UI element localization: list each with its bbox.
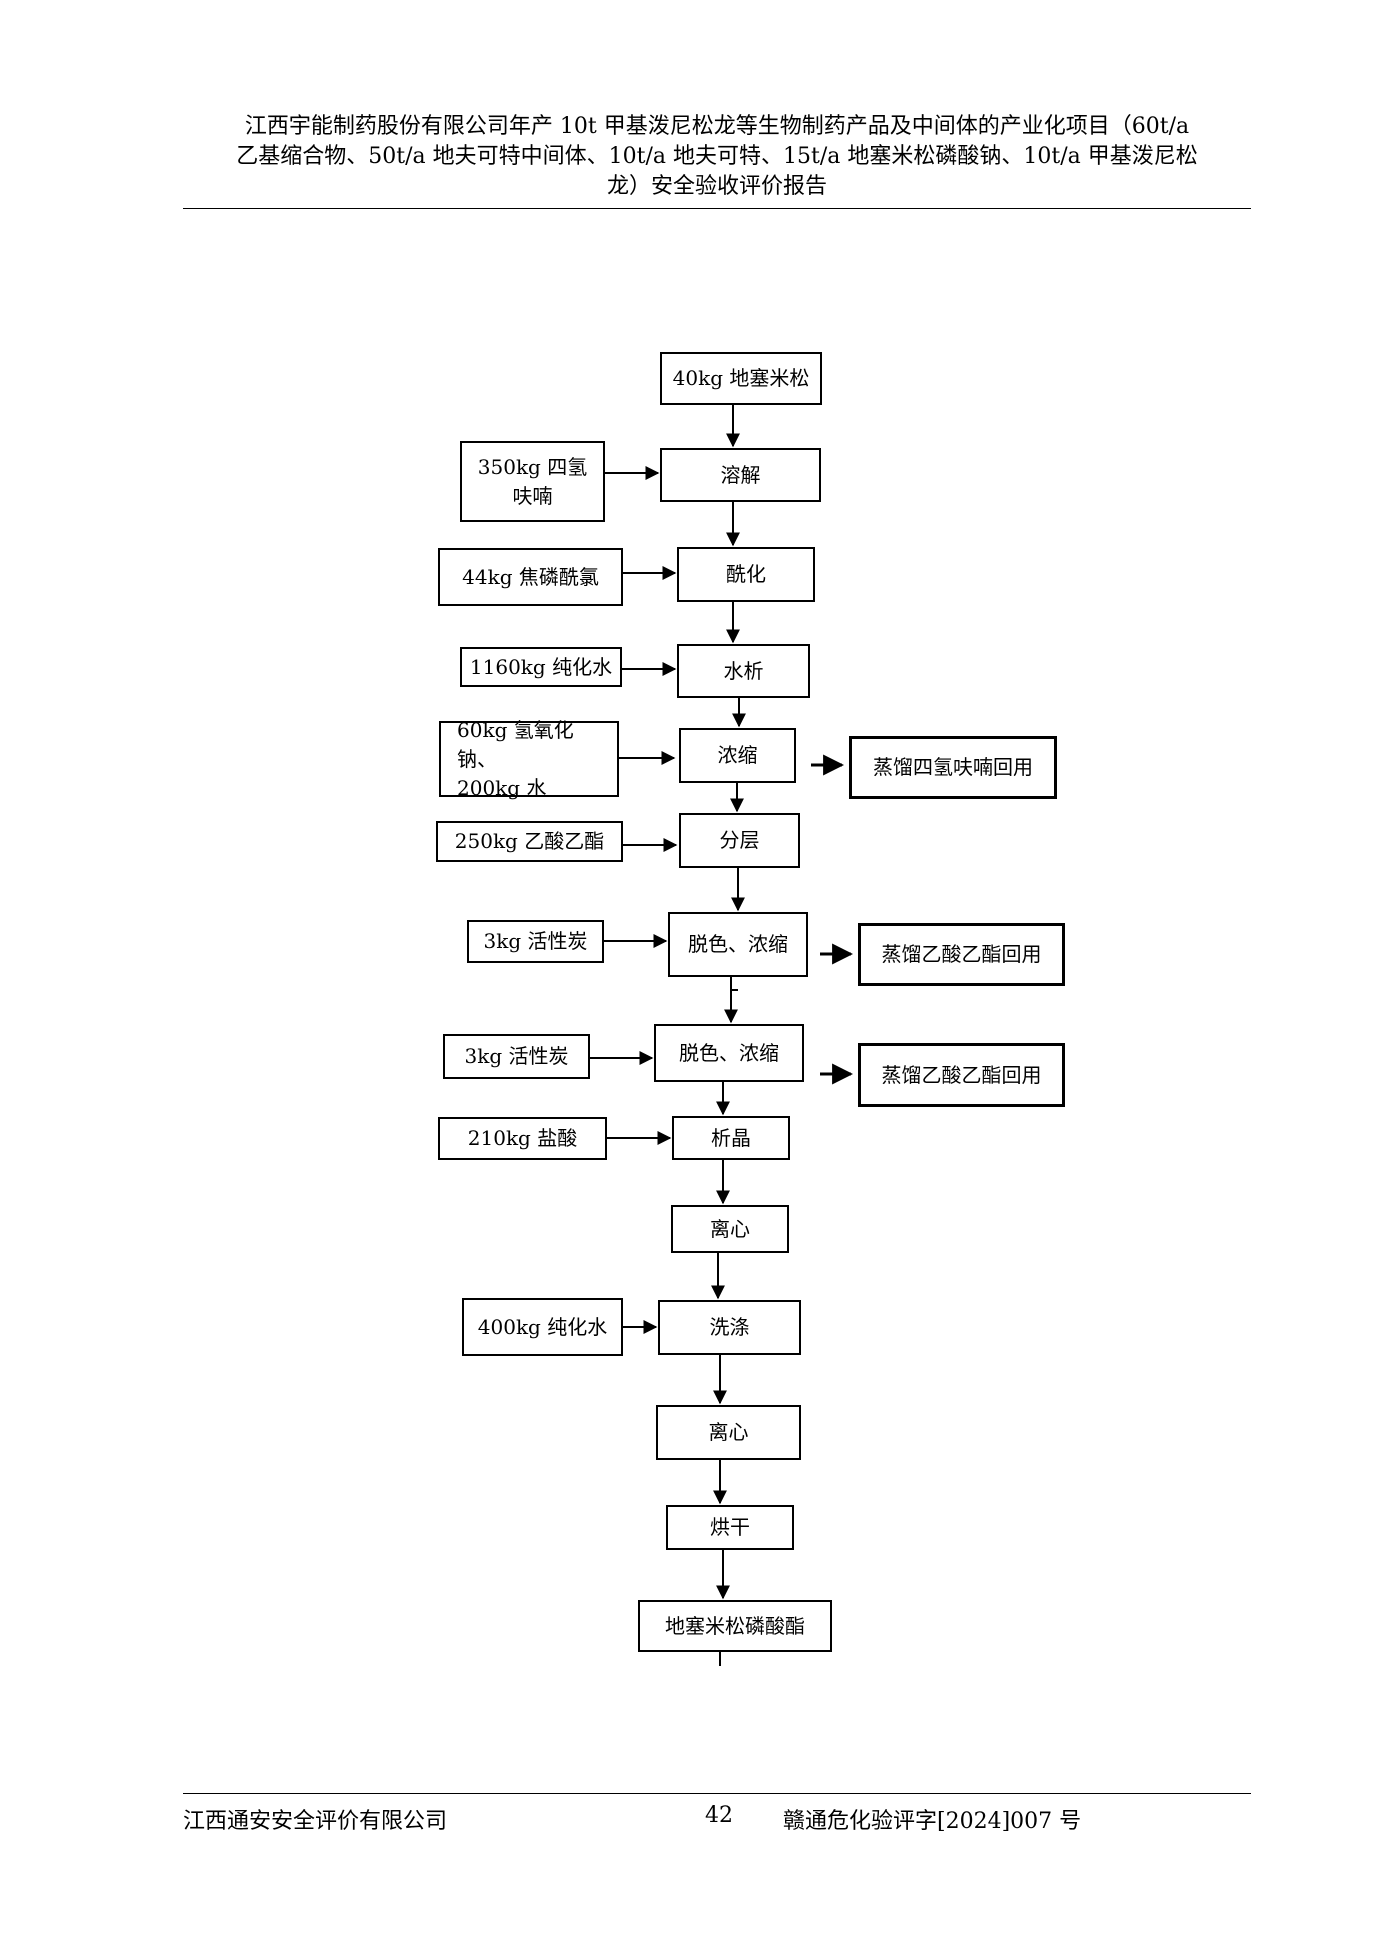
input-separate-label: 250kg 乙酸乙酯 (454, 829, 605, 853)
step-centrifuge-2-label: 离心 (708, 1420, 749, 1444)
flow-start-box: 40kg 地塞米松 (660, 352, 822, 405)
input-acylation-label: 44kg 焦磷酰氯 (462, 564, 599, 589)
input-box-water-precipitation: 1160kg 纯化水 (460, 647, 622, 687)
step-dissolve-label: 溶解 (720, 462, 761, 487)
input-dissolve-line-1: 350kg 四氢 (477, 454, 588, 479)
header-title-line-1: 江西宇能制药股份有限公司年产 10t 甲基泼尼松龙等生物制药产品及中间体的产业化… (244, 114, 1190, 139)
output-box-concentrate: 蒸馏四氢呋喃回用 (849, 736, 1057, 799)
input-concentrate-line-1: 60kg 氢氧化钠、 (457, 717, 574, 771)
input-decolor-2-label: 3kg 活性炭 (464, 1044, 569, 1068)
output-decolor-2-label: 蒸馏乙酸乙酯回用 (881, 1062, 1042, 1087)
step-decolor-concentrate-2: 脱色、浓缩 (654, 1024, 804, 1082)
output-concentrate-label: 蒸馏四氢呋喃回用 (873, 755, 1033, 779)
step-separate: 分层 (679, 813, 800, 868)
input-box-decolor-1: 3kg 活性炭 (467, 920, 604, 963)
flow-start-label: 40kg 地塞米松 (672, 366, 810, 390)
step-acylation-label: 酰化 (726, 562, 766, 586)
page-header: 江西宇能制药股份有限公司年产 10t 甲基泼尼松龙等生物制药产品及中间体的产业化… (183, 112, 1251, 202)
input-wash-label: 400kg 纯化水 (477, 1314, 608, 1339)
input-box-wash: 400kg 纯化水 (462, 1298, 623, 1356)
step-wash: 洗涤 (658, 1300, 801, 1355)
flow-product-box: 地塞米松磷酸酯 (638, 1600, 832, 1652)
input-dissolve-line-2: 呋喃 (512, 483, 553, 508)
step-dry-label: 烘干 (710, 1515, 750, 1539)
step-centrifuge-1-label: 离心 (710, 1216, 750, 1241)
input-concentrate-line-2: 200kg 水 (457, 775, 547, 800)
input-box-dissolve: 350kg 四氢 呋喃 (460, 441, 605, 522)
input-box-decolor-2: 3kg 活性炭 (443, 1034, 590, 1079)
input-box-concentrate: 60kg 氢氧化钠、 200kg 水 (439, 718, 619, 800)
step-dry: 烘干 (666, 1505, 794, 1550)
footer-rule (183, 1793, 1251, 1794)
header-title-line-2: 乙基缩合物、50t/a 地夫可特中间体、10t/a 地夫可特、15t/a 地塞米… (236, 144, 1198, 169)
input-decolor-1-label: 3kg 活性炭 (483, 929, 588, 953)
footer-company: 江西通安安全评价有限公司 (183, 1809, 448, 1834)
input-water-precipitation-label: 1160kg 纯化水 (469, 654, 613, 679)
output-box-decolor-1: 蒸馏乙酸乙酯回用 (858, 923, 1065, 986)
step-centrifuge-2: 离心 (656, 1405, 801, 1460)
step-decolor-concentrate-2-label: 脱色、浓缩 (679, 1040, 779, 1065)
step-water-precipitation-label: 水析 (723, 658, 764, 683)
step-wash-label: 洗涤 (709, 1315, 750, 1339)
footer-page-number: 42 (705, 1803, 733, 1828)
step-decolor-concentrate-1: 脱色、浓缩 (668, 912, 808, 977)
input-box-separate: 250kg 乙酸乙酯 (436, 821, 623, 862)
step-concentrate: 浓缩 (679, 728, 796, 783)
step-crystallize-label: 析晶 (711, 1125, 751, 1150)
step-crystallize: 析晶 (672, 1116, 790, 1160)
step-dissolve: 溶解 (660, 448, 821, 502)
input-box-crystallize: 210kg 盐酸 (438, 1117, 607, 1160)
input-box-acylation: 44kg 焦磷酰氯 (438, 548, 623, 606)
output-box-decolor-2: 蒸馏乙酸乙酯回用 (858, 1043, 1065, 1107)
header-rule (183, 208, 1251, 209)
flow-product-label: 地塞米松磷酸酯 (665, 1613, 805, 1638)
step-centrifuge-1: 离心 (671, 1205, 789, 1253)
input-crystallize-label: 210kg 盐酸 (467, 1126, 578, 1150)
output-decolor-1-label: 蒸馏乙酸乙酯回用 (881, 942, 1042, 966)
step-decolor-concentrate-1-label: 脱色、浓缩 (688, 932, 788, 956)
step-acylation: 酰化 (677, 547, 815, 602)
footer-report-code: 赣通危化验评字[2024]007 号 (783, 1809, 1082, 1834)
step-water-precipitation: 水析 (677, 644, 810, 698)
step-separate-label: 分层 (719, 828, 760, 852)
step-concentrate-label: 浓缩 (717, 743, 758, 767)
header-title-line-3: 龙）安全验收评价报告 (606, 174, 827, 199)
